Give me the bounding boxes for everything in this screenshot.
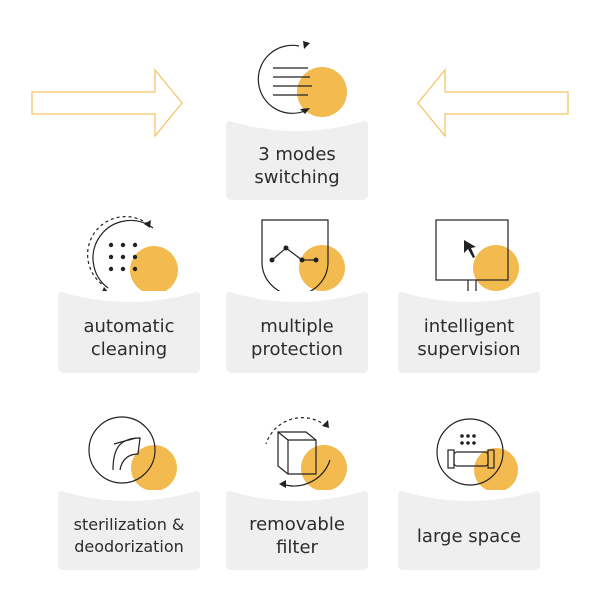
label-plate: large space [398, 490, 540, 570]
feature-card-protection: multiple protection [226, 210, 368, 373]
feature-title-line1: sterilization & [73, 515, 185, 534]
right-pointing-arrow-icon [31, 68, 183, 138]
label-plate: multiple protection [226, 291, 368, 373]
label-plate: automatic cleaning [58, 291, 200, 373]
feature-title-line2: protection [251, 339, 343, 360]
label-plate: 3 modes switching [226, 120, 368, 200]
leaf-circle-icon [88, 416, 177, 491]
feature-card-supervision: intelligent supervision [398, 210, 540, 373]
feature-title-line2: cleaning [90, 339, 168, 360]
feature-card-sterilization: sterilization & deodorization [58, 408, 200, 570]
cycle-lines-icon [257, 41, 347, 117]
feature-title-line2: supervision [417, 339, 521, 360]
feature-card-filter: removable filter [226, 408, 368, 570]
feature-title-line1: large space [416, 525, 522, 547]
left-pointing-arrow-icon [417, 68, 569, 138]
capsule-icon [436, 418, 518, 492]
feature-title-line1: intelligent [423, 316, 515, 337]
feature-card-space: large space [398, 408, 540, 570]
feature-title-line2: deodorization [74, 537, 184, 556]
label-plate: sterilization & deodorization [58, 490, 200, 570]
cube-icon [265, 417, 347, 491]
feature-title-line1: automatic [83, 316, 175, 337]
feature-title-line1: 3 modes [258, 144, 336, 165]
feature-title-line2: switching [254, 167, 340, 188]
feature-card-cleaning: automatic cleaning [58, 210, 200, 373]
feature-card-modes: 3 modes switching [226, 30, 368, 200]
label-plate: removable filter [226, 490, 368, 570]
feature-title-line1: removable [249, 514, 345, 535]
feature-title-line1: multiple [260, 316, 334, 337]
label-plate: intelligent supervision [398, 291, 540, 373]
feature-title-line2: filter [276, 537, 318, 558]
